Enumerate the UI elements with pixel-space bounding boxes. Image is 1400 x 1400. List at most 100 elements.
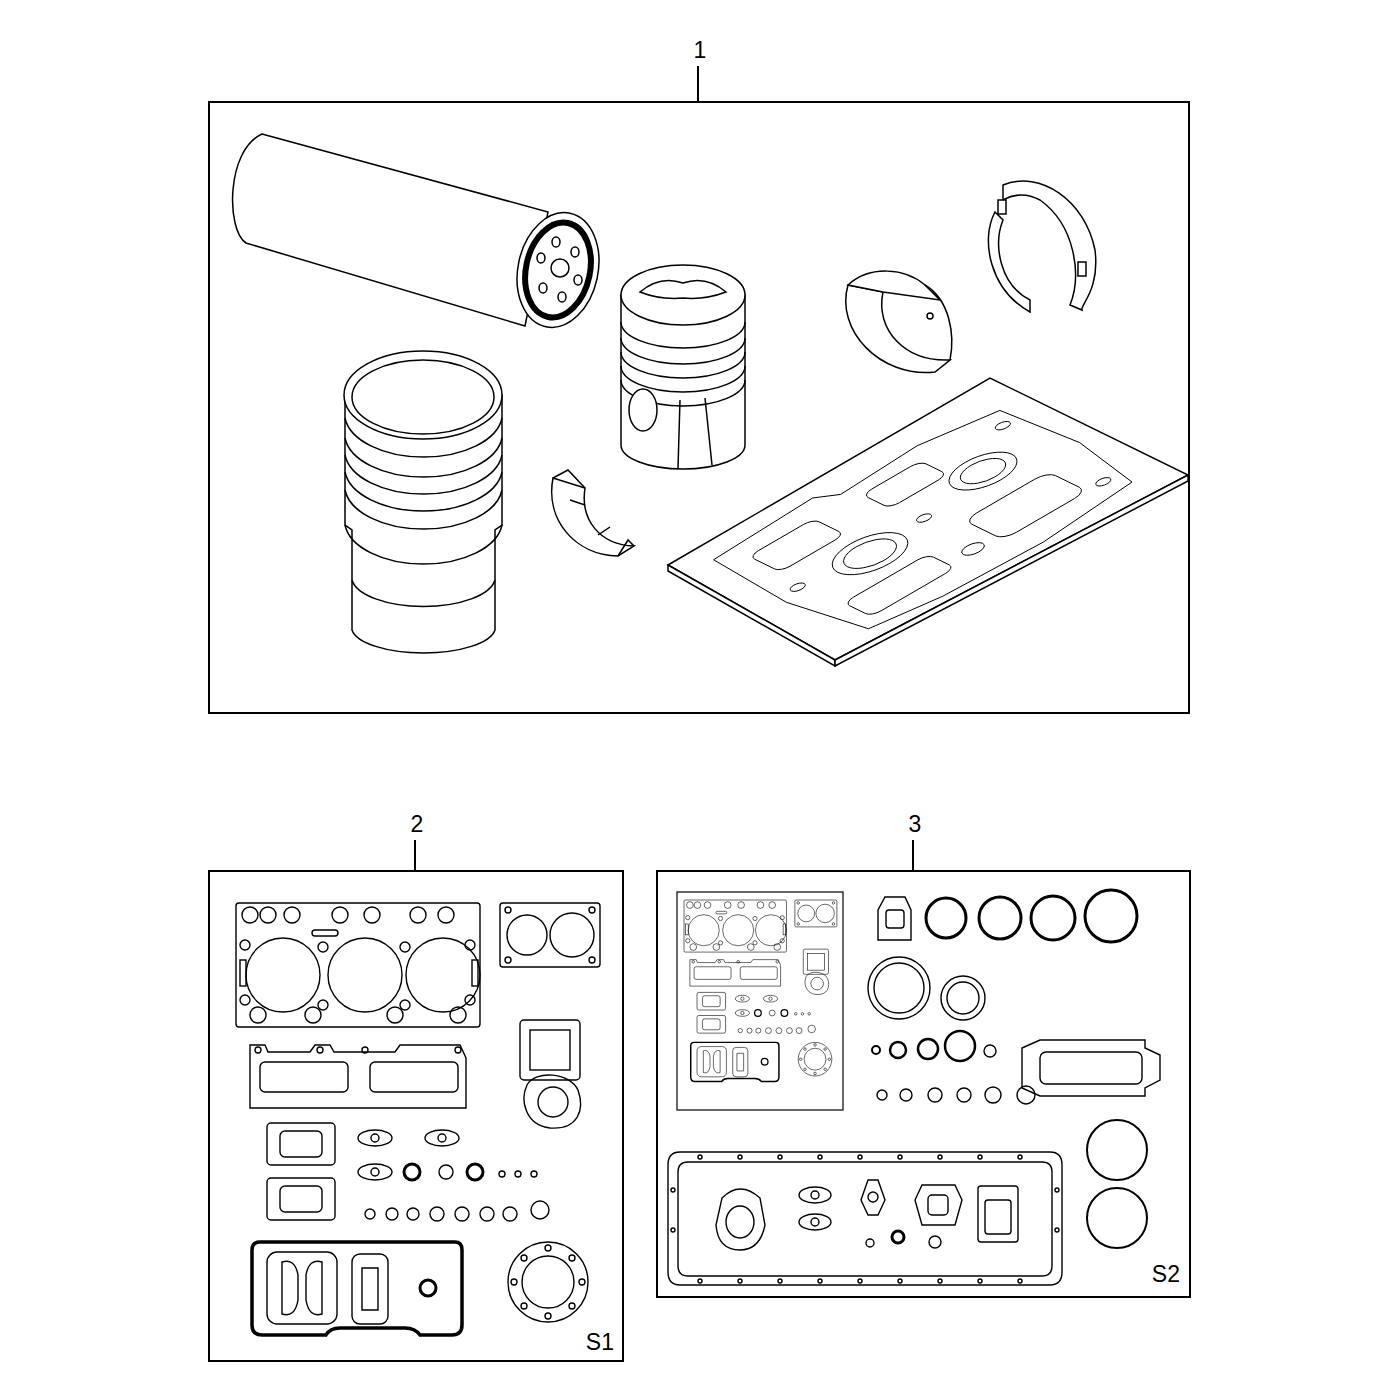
illustration-part xyxy=(233,134,548,326)
illustration-part xyxy=(507,205,609,335)
illustration-part xyxy=(1093,476,1114,487)
illustration-part xyxy=(1017,1086,1035,1104)
illustration-part xyxy=(345,490,502,529)
illustration-part xyxy=(872,1046,880,1054)
illustration-part xyxy=(537,253,545,263)
illustration-part xyxy=(938,1155,942,1159)
illustration-part xyxy=(877,1090,887,1100)
illustration-part xyxy=(345,472,502,511)
illustration-part xyxy=(862,461,948,508)
illustration-part xyxy=(898,1155,902,1159)
illustration-part xyxy=(677,892,843,1110)
illustration-part xyxy=(947,982,979,1014)
illustration-part xyxy=(698,1155,702,1159)
callout-number: 3 xyxy=(909,811,922,837)
illustration-part xyxy=(738,1279,742,1283)
illustration-part xyxy=(345,418,502,457)
illustration-part xyxy=(352,580,495,606)
illustration-part xyxy=(551,259,569,277)
illustration-part xyxy=(818,1155,822,1159)
illustration-part xyxy=(1018,1155,1022,1159)
illustration-part xyxy=(858,1279,862,1283)
illustration-part xyxy=(925,285,952,360)
illustration-part xyxy=(684,900,837,1081)
illustration-part xyxy=(799,1214,831,1230)
set-code: S1 xyxy=(586,1329,614,1355)
illustration-part xyxy=(926,898,966,938)
illustration-part xyxy=(621,352,745,378)
illustration-part xyxy=(861,1180,885,1215)
illustration-part xyxy=(818,525,922,582)
illustration-part xyxy=(552,237,560,247)
illustration-part xyxy=(640,280,726,298)
illustration-part xyxy=(698,1279,702,1283)
illustration-part xyxy=(964,472,1087,540)
illustration-part xyxy=(886,910,904,928)
illustration-part xyxy=(1040,1052,1142,1084)
illustration-part xyxy=(671,1188,675,1192)
illustration-part xyxy=(726,1206,754,1238)
illustration-part xyxy=(570,500,610,535)
illustration-part xyxy=(912,840,914,870)
illustration-part xyxy=(868,1192,878,1202)
illustration-part xyxy=(915,1185,962,1225)
illustration-part xyxy=(978,1186,1018,1242)
illustration-part xyxy=(621,322,745,348)
illustration-part xyxy=(621,338,745,364)
illustration-part xyxy=(936,446,1030,497)
illustration-part xyxy=(978,1155,982,1159)
illustration-part xyxy=(988,212,1030,312)
illustration-part xyxy=(858,1155,862,1159)
illustration-part xyxy=(738,1155,742,1159)
overhaul-kit-art xyxy=(233,134,1188,666)
text-holder: 3 xyxy=(909,811,922,837)
illustration-part xyxy=(927,313,933,319)
illustration-part xyxy=(900,1089,912,1101)
illustration-part xyxy=(892,1231,904,1243)
illustration-part xyxy=(979,897,1021,939)
illustration-part xyxy=(890,1042,906,1058)
illustration-part xyxy=(671,1155,1059,1283)
illustration-part xyxy=(957,1088,971,1102)
illustration-part xyxy=(957,540,988,557)
illustration-part xyxy=(844,554,955,616)
illustration-part xyxy=(778,1279,782,1283)
gasket-set-s1 xyxy=(236,903,600,1335)
illustration-part xyxy=(621,366,745,392)
illustration-part xyxy=(984,1045,996,1057)
illustration-part xyxy=(344,351,502,439)
illustration-part xyxy=(671,1228,675,1232)
illustration-part xyxy=(345,525,502,564)
gasket-set-s2 xyxy=(668,890,1160,1285)
illustration-part xyxy=(414,840,416,870)
callout-number: 1 xyxy=(694,37,707,63)
illustration-part xyxy=(553,470,634,556)
illustration-part xyxy=(345,438,502,477)
illustration-part xyxy=(1031,896,1075,940)
illustration-part xyxy=(697,66,699,101)
illustration-part xyxy=(539,283,547,293)
illustration-part xyxy=(985,1200,1011,1234)
illustration-part xyxy=(811,1218,819,1226)
illustration-part xyxy=(1055,1188,1059,1192)
illustration-part xyxy=(874,963,924,1013)
illustration-part xyxy=(517,216,600,323)
illustration-part xyxy=(668,1152,1062,1285)
text-holder: S2 xyxy=(1152,1261,1180,1287)
illustration-part xyxy=(778,1155,782,1159)
callout-number: 2 xyxy=(411,811,424,837)
illustration-part xyxy=(945,1031,975,1061)
illustration-part xyxy=(938,1279,942,1283)
illustration-part xyxy=(811,1191,819,1199)
text-holder: 1 xyxy=(694,37,707,63)
set-code: S2 xyxy=(1152,1261,1180,1287)
illustration-part xyxy=(345,455,502,494)
illustration-part xyxy=(998,200,1006,214)
illustration-part xyxy=(1018,1279,1022,1283)
illustration-part xyxy=(552,478,634,556)
illustration-part xyxy=(1085,890,1137,942)
illustration-part xyxy=(1055,1228,1059,1232)
kit-box: 3S2 xyxy=(656,870,1191,1298)
illustration-part xyxy=(1087,1188,1147,1248)
